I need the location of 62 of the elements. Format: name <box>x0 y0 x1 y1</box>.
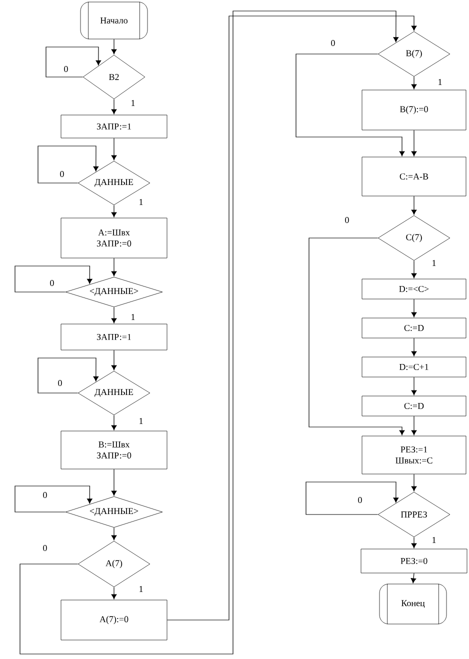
edge-label: 1 <box>436 78 444 86</box>
process-box: A(7):=0 <box>60 600 168 640</box>
arrow <box>411 416 417 436</box>
arrow <box>308 238 405 436</box>
edge-label: 0 <box>42 490 48 500</box>
edge-label: 1 <box>130 99 136 107</box>
edge-label: 1 <box>138 585 144 593</box>
arrow <box>111 98 117 114</box>
arrow <box>46 46 102 78</box>
arrow <box>411 260 417 278</box>
edge-label: 0 <box>56 378 64 388</box>
process-box: A:=Швх ЗАПР:=0 <box>60 218 168 258</box>
edge-label: 1 <box>130 313 136 321</box>
arrow <box>111 586 117 600</box>
arrow <box>111 38 117 54</box>
process-box: D:=<C> <box>362 278 466 300</box>
arrow <box>38 146 99 184</box>
arrow <box>411 76 417 90</box>
arrow <box>411 130 417 156</box>
edge-label: 0 <box>48 278 56 288</box>
edge-label: 1 <box>430 259 438 267</box>
arrow <box>111 306 117 324</box>
arrow <box>111 468 117 496</box>
edge-label: 0 <box>58 170 66 178</box>
process-box: C:=D <box>362 396 466 416</box>
arrow <box>20 10 399 654</box>
arrow <box>166 16 417 620</box>
process-box: РЕЗ:=0 <box>360 548 468 574</box>
process-box: C:=D <box>362 318 466 338</box>
edge-label: 1 <box>430 536 438 544</box>
arrow <box>296 54 405 156</box>
edge-label: 0 <box>344 216 350 224</box>
edge-label: 0 <box>62 64 70 74</box>
arrow <box>411 338 417 356</box>
arrow <box>411 196 417 215</box>
process-box: ЗАПР:=1 <box>60 324 168 350</box>
arrow <box>411 474 417 492</box>
arrow <box>111 527 117 540</box>
arrow <box>306 482 399 515</box>
arrow <box>411 536 417 548</box>
edge-label: 0 <box>356 496 364 504</box>
edge-label: 1 <box>138 198 144 206</box>
arrow <box>111 258 117 276</box>
process-box: B(7):=0 <box>362 90 466 130</box>
arrow <box>111 414 117 430</box>
arrow <box>411 376 417 396</box>
process-box: B:=Швх ЗАПР:=0 <box>60 430 168 470</box>
edge-label: 0 <box>330 38 336 48</box>
process-box: D:=C+1 <box>362 356 466 378</box>
arrow <box>111 138 117 160</box>
process-box: РЕЗ:=1 Швых:=C <box>362 436 466 474</box>
arrow <box>111 204 117 218</box>
edge-label: 1 <box>138 417 144 425</box>
edge-label: 0 <box>42 544 48 552</box>
arrow <box>14 266 92 292</box>
arrow <box>111 350 117 370</box>
arrow <box>411 298 417 318</box>
arrow <box>14 486 92 512</box>
process-box: C:=A-B <box>362 156 466 196</box>
arrow <box>38 358 99 394</box>
process-box: ЗАПР:=1 <box>60 114 168 138</box>
arrow <box>410 572 416 584</box>
